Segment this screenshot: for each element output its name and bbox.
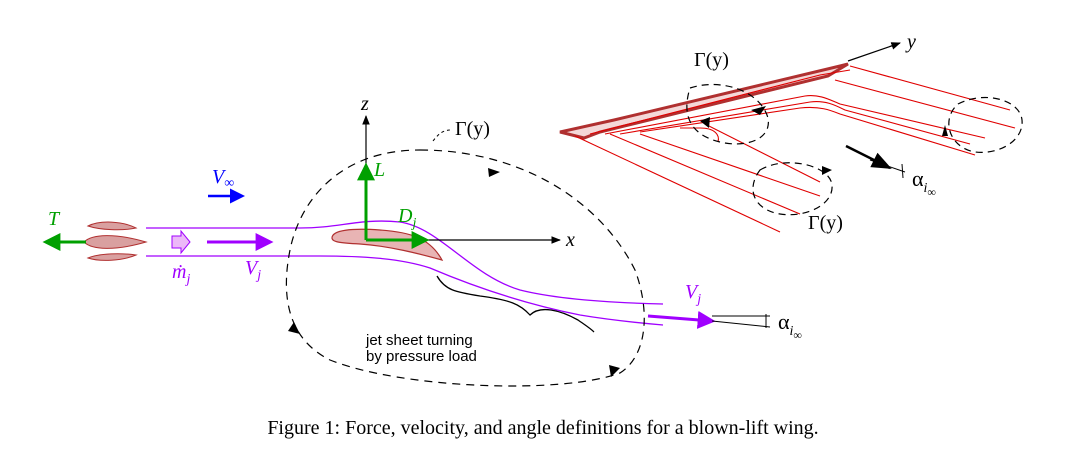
circulation-arrowhead-top-contour <box>751 106 766 115</box>
wing-planform <box>559 62 849 140</box>
circulation-arrowhead-left <box>288 322 300 334</box>
jet-streamline-lower <box>146 255 664 326</box>
z-axis-label: z <box>360 93 369 115</box>
jet-note-line1: jet sheet turning <box>365 332 473 349</box>
jet-streamline-upper <box>146 220 664 305</box>
airfoil-section <box>331 228 444 261</box>
alpha-tick-right <box>901 163 904 179</box>
jet-velocity-label-right: Vj <box>685 281 701 307</box>
x-axis-label: x <box>565 229 575 251</box>
alpha-label-right: αi∞ <box>912 166 936 199</box>
alpha-label-center: αi∞ <box>778 309 802 342</box>
circulation-contour-center <box>285 149 645 387</box>
alpha-tilted-line-center <box>711 320 771 328</box>
jet-velocity-label-left: Vj <box>245 257 261 283</box>
mass-flow-arrow <box>171 229 191 255</box>
freestream-velocity-label: V∞ <box>212 166 234 191</box>
jet-drag-label: Dj <box>397 205 416 231</box>
gamma-label-bottom: Γ(y) <box>808 212 843 234</box>
y-axis <box>847 42 901 62</box>
y-axis-label: y <box>905 31 916 53</box>
jet-turning-brace <box>436 275 595 333</box>
circulation-arrowhead-bottom-contour <box>822 166 832 175</box>
circulation-arrowhead-top-contour-2 <box>700 117 710 128</box>
thrust-label: T <box>48 208 61 230</box>
circulation-arrowhead-right <box>609 365 620 377</box>
lift-label: L <box>373 159 385 181</box>
gamma-leader-center <box>432 129 453 142</box>
circulation-arrowhead-right-contour <box>942 125 948 136</box>
trailing-vortex-lines <box>574 65 1016 233</box>
circulation-contour-bottom <box>752 162 833 216</box>
gamma-label-center: Γ(y) <box>455 118 490 140</box>
gamma-label-top: Γ(y) <box>694 49 729 71</box>
mass-flow-label: ṁj <box>172 261 190 287</box>
jet-note-line2: by pressure load <box>366 348 477 365</box>
circulation-contour-right <box>948 96 1023 153</box>
figure-caption: Figure 1: Force, velocity, and angle def… <box>267 417 819 439</box>
circulation-arrowhead-top <box>488 168 500 177</box>
engine-icon <box>83 221 148 261</box>
jet-velocity-arrow-right <box>647 310 716 329</box>
alpha-tilted-line-right <box>869 159 906 173</box>
